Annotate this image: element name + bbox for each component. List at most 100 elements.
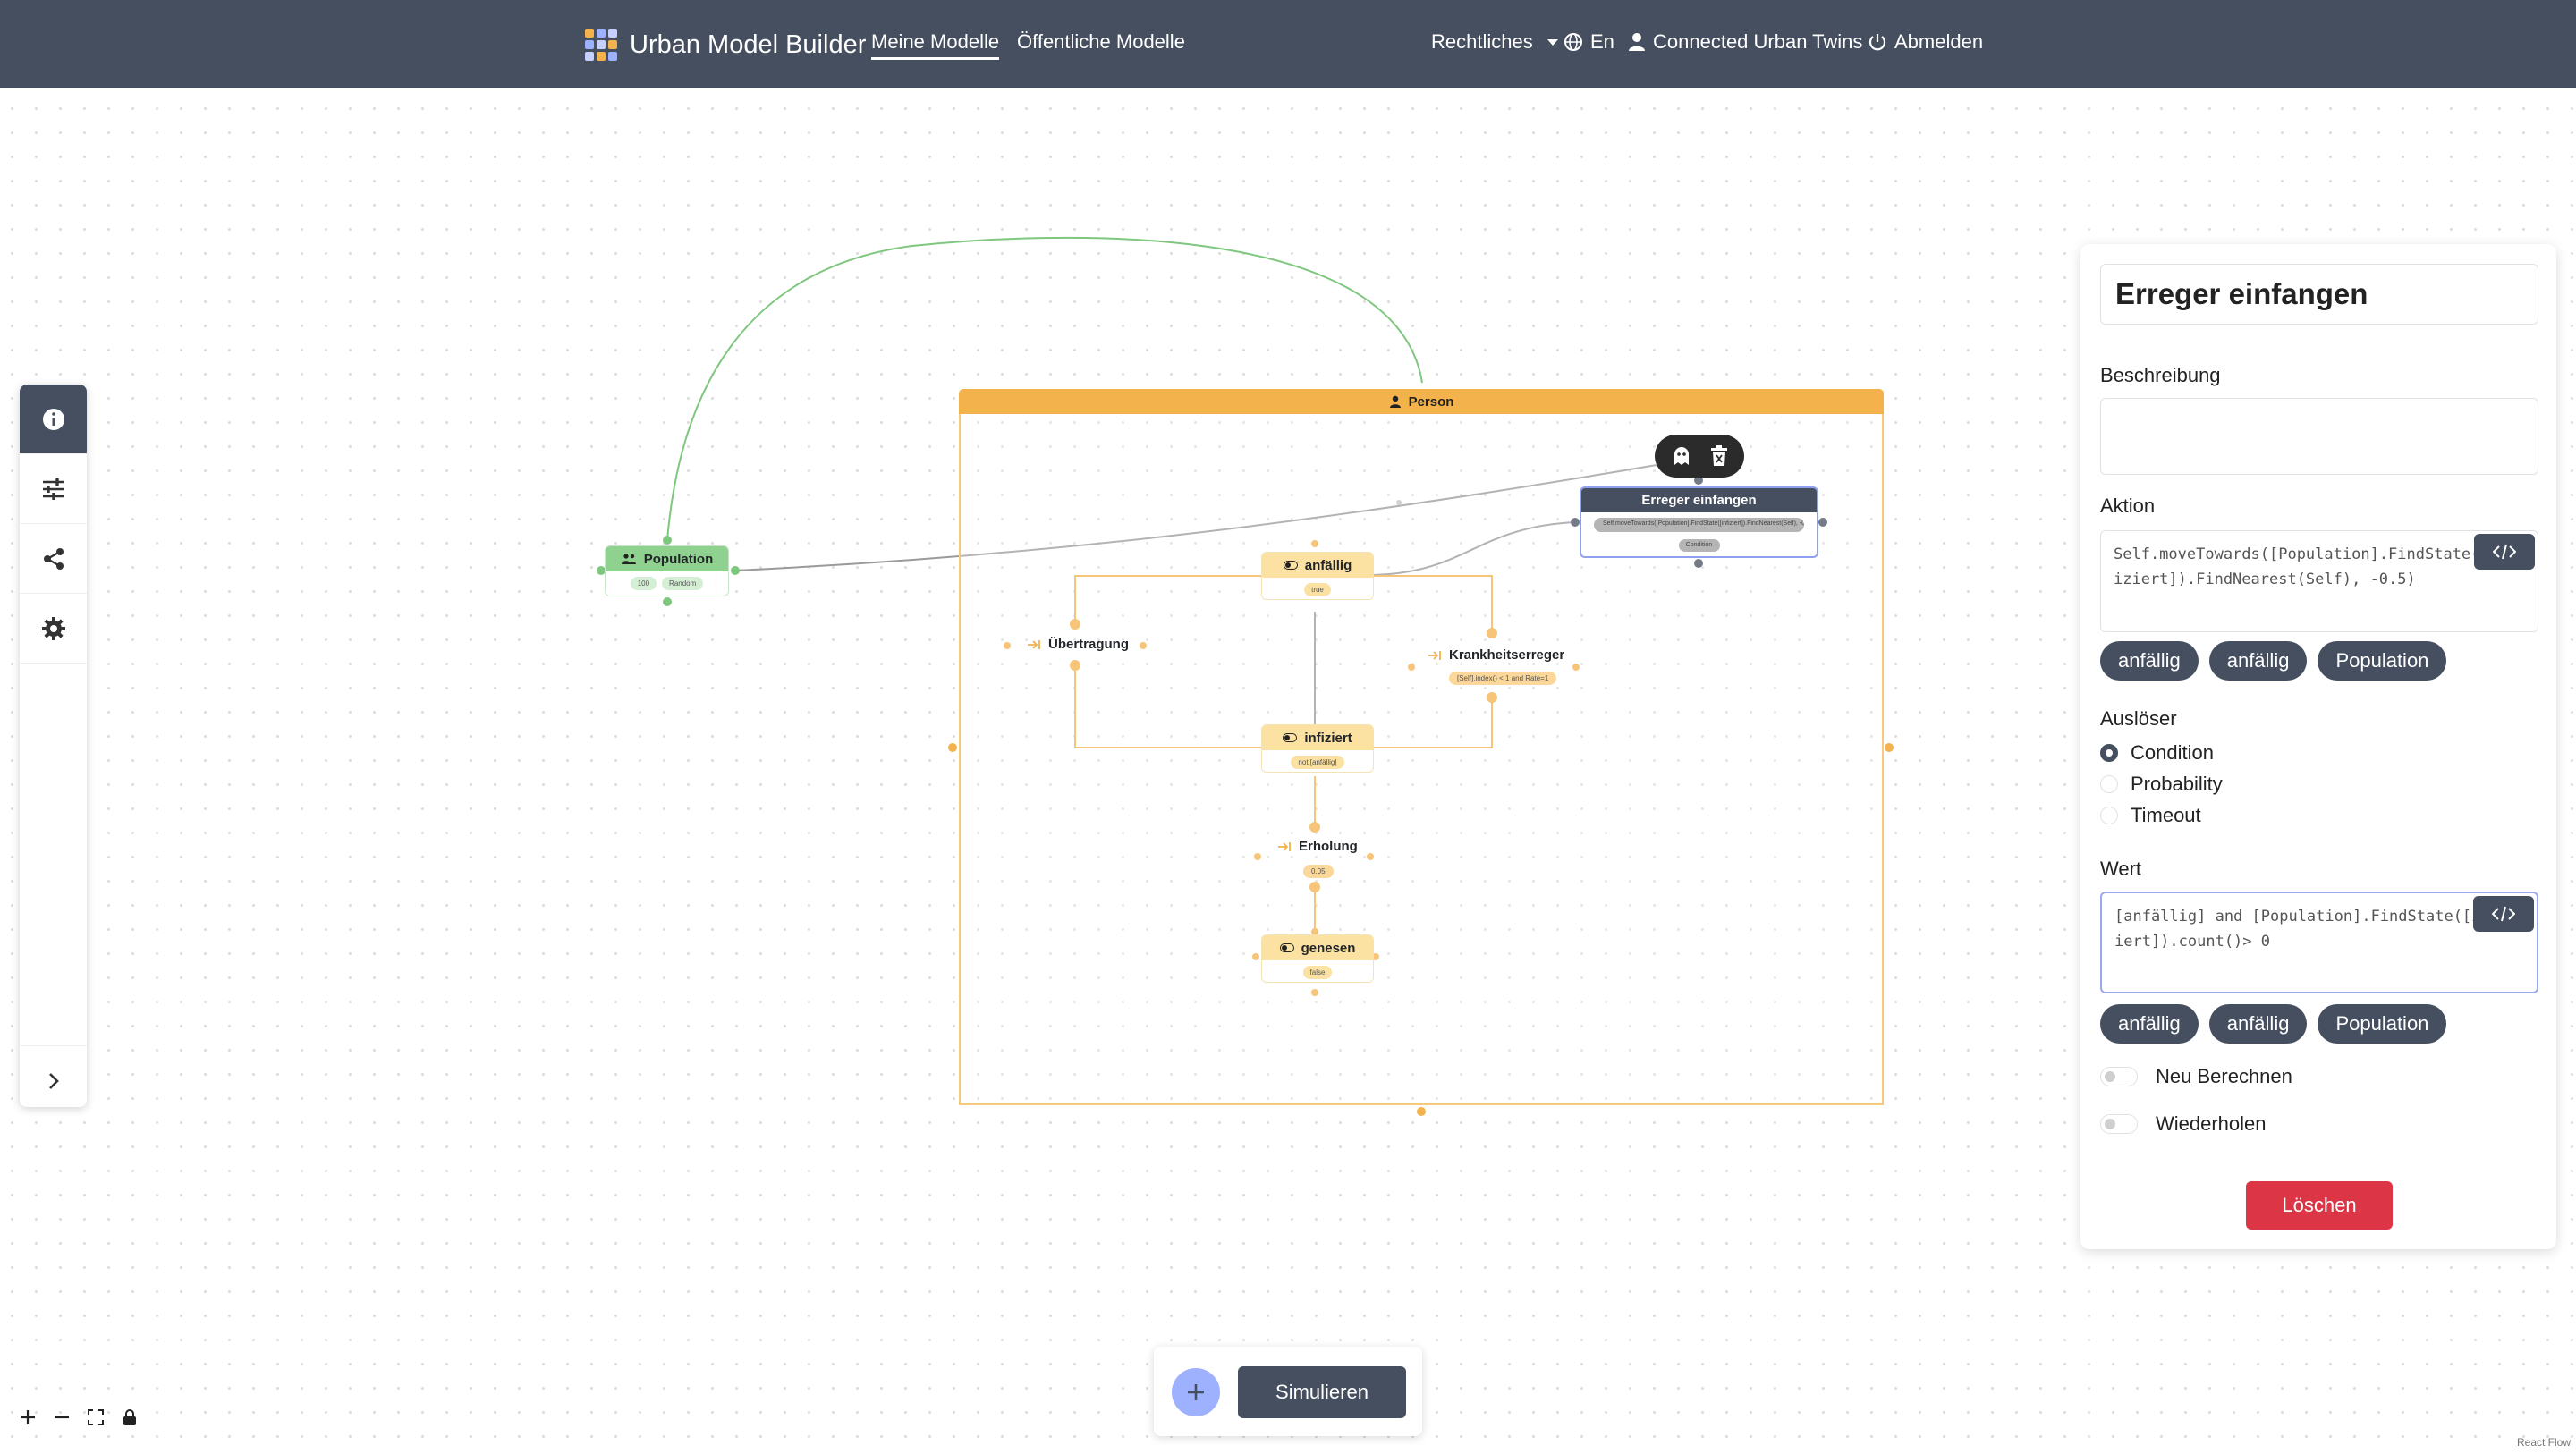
legal-label: Rechtliches — [1431, 30, 1533, 53]
expand-button[interactable] — [20, 1046, 87, 1107]
plus-icon — [21, 1410, 35, 1424]
brand[interactable]: Urban Model Builder — [585, 29, 866, 61]
code-icon — [2493, 544, 2516, 560]
recalculate-toggle-row[interactable]: Neu Berechnen — [2100, 1065, 2292, 1088]
trigger-option-timeout[interactable]: Timeout — [2100, 804, 2201, 827]
state-node-anfaellig[interactable]: anfällig true — [1261, 552, 1374, 600]
user-label: Connected Urban Twins — [1653, 30, 1863, 53]
info-button[interactable] — [20, 385, 87, 454]
user-icon — [1629, 33, 1645, 51]
population-node[interactable]: Population 100 Random — [605, 545, 729, 596]
nav-public-models[interactable]: Öffentliche Modelle — [1017, 30, 1185, 53]
population-title: Population — [643, 551, 714, 567]
trash-icon[interactable] — [1709, 445, 1729, 467]
user-icon — [1389, 395, 1401, 408]
recalculate-label: Neu Berechnen — [2156, 1065, 2292, 1087]
chip-anfaellig[interactable]: anfällig — [2208, 641, 2308, 681]
logo-icon — [585, 29, 617, 61]
chip-anfaellig[interactable]: anfällig — [2208, 1004, 2308, 1044]
logout-button[interactable]: Abmelden — [1868, 30, 1983, 54]
add-node-button[interactable] — [1172, 1368, 1220, 1416]
node-toolbar — [1655, 435, 1744, 478]
delete-button[interactable]: Löschen — [2246, 1181, 2393, 1230]
trigger-option-condition[interactable]: Condition — [2100, 741, 2214, 765]
population-placement-pill: Random — [662, 577, 704, 590]
bottom-action-bar: Simulieren — [1154, 1347, 1422, 1436]
action-code-editor[interactable]: Self.moveTowards([Population].FindState(… — [2100, 530, 2538, 632]
radio-condition[interactable] — [2100, 744, 2118, 762]
simulate-button[interactable]: Simulieren — [1238, 1366, 1406, 1418]
action-title-input[interactable] — [2100, 264, 2538, 325]
chip-anfaellig[interactable]: anfällig — [2100, 641, 2199, 681]
trigger-label: Auslöser — [2100, 707, 2177, 730]
transition-erholung[interactable]: Erholung — [1277, 839, 1358, 854]
language-label: En — [1590, 30, 1614, 53]
language-switch[interactable]: En — [1563, 30, 1614, 54]
action-node-code: Self.moveTowards([Population].FindState(… — [1594, 518, 1804, 532]
value-code-editor[interactable]: [anfällig] and [Population].FindState([i… — [2100, 892, 2538, 993]
settings-sliders-button[interactable] — [20, 454, 87, 524]
state-title: anfällig — [1304, 557, 1352, 573]
nav-my-models[interactable]: Meine Modelle — [871, 30, 1000, 60]
lock-icon — [123, 1409, 136, 1425]
transition-krankheitserreger-value: [Self].index() < 1 and Rate=1 — [1449, 672, 1557, 685]
legal-dropdown[interactable]: Rechtliches — [1431, 30, 1558, 54]
zoom-out-button[interactable] — [50, 1406, 73, 1429]
fullscreen-icon — [88, 1409, 104, 1425]
user-menu[interactable]: Connected Urban Twins — [1628, 30, 1862, 54]
description-textarea[interactable] — [2100, 398, 2538, 475]
share-button[interactable] — [20, 524, 87, 594]
state-value: true — [1304, 583, 1331, 596]
top-navbar: Urban Model Builder Meine Modelle Öffent… — [0, 0, 2576, 88]
repeat-label: Wiederholen — [2156, 1112, 2267, 1135]
state-title: infiziert — [1304, 730, 1352, 746]
chip-population[interactable]: Population — [2318, 641, 2447, 681]
toggle-icon — [1283, 733, 1298, 742]
action-node[interactable]: Erreger einfangen Self.moveTowards([Popu… — [1580, 486, 1818, 558]
action-label: Aktion — [2100, 495, 2156, 517]
action-code-button[interactable] — [2474, 534, 2535, 570]
state-node-genesen[interactable]: genesen false — [1261, 934, 1374, 983]
edge-population-action — [734, 464, 1657, 571]
left-toolbar — [20, 385, 87, 1107]
logout-label: Abmelden — [1894, 30, 1984, 53]
radio-label: Condition — [2131, 741, 2214, 764]
transition-erholung-value: 0.05 — [1303, 865, 1334, 878]
radio-probability[interactable] — [2100, 775, 2118, 793]
edge-person-population — [666, 236, 1423, 541]
lock-button[interactable] — [118, 1406, 141, 1429]
edge-uebertragung — [1074, 575, 1261, 748]
radio-timeout[interactable] — [2100, 807, 2118, 824]
radio-label: Probability — [2131, 773, 2223, 795]
minus-icon — [55, 1416, 69, 1419]
edge-anfaellig-action — [1373, 521, 1575, 576]
ghost-icon[interactable] — [1671, 445, 1692, 467]
fit-view-button[interactable] — [84, 1406, 107, 1429]
repeat-toggle[interactable] — [2100, 1114, 2138, 1134]
value-code-text: [anfällig] and [Population].FindState([i… — [2114, 908, 2518, 951]
transition-title: Übertragung — [1048, 637, 1129, 652]
transition-krankheitserreger[interactable]: Krankheitserreger — [1428, 647, 1564, 663]
repeat-toggle-row[interactable]: Wiederholen — [2100, 1112, 2267, 1136]
state-value: not [anfällig] — [1291, 756, 1344, 769]
gear-icon — [41, 616, 65, 640]
transition-uebertragung[interactable]: Übertragung — [1027, 637, 1129, 652]
transition-icon — [1278, 841, 1291, 851]
zoom-in-button[interactable] — [16, 1406, 39, 1429]
group-person-header[interactable]: Person — [959, 389, 1884, 414]
gear-button[interactable] — [20, 594, 87, 664]
recalculate-toggle[interactable] — [2100, 1067, 2138, 1086]
population-size-pill: 100 — [630, 577, 657, 590]
share-icon — [43, 547, 64, 570]
power-icon — [1868, 34, 1886, 51]
value-code-button[interactable] — [2473, 896, 2534, 932]
chip-population[interactable]: Population — [2318, 1004, 2447, 1044]
trigger-option-probability[interactable]: Probability — [2100, 773, 2223, 796]
properties-panel: Beschreibung Aktion Self.moveTowards([Po… — [2080, 244, 2556, 1249]
react-flow-attribution[interactable]: React Flow — [2517, 1436, 2572, 1449]
action-chips: anfällig anfällig Population — [2100, 641, 2447, 681]
state-node-infiziert[interactable]: infiziert not [anfällig] — [1261, 724, 1374, 773]
action-node-trigger: Condition — [1678, 539, 1720, 552]
chip-anfaellig[interactable]: anfällig — [2100, 1004, 2199, 1044]
